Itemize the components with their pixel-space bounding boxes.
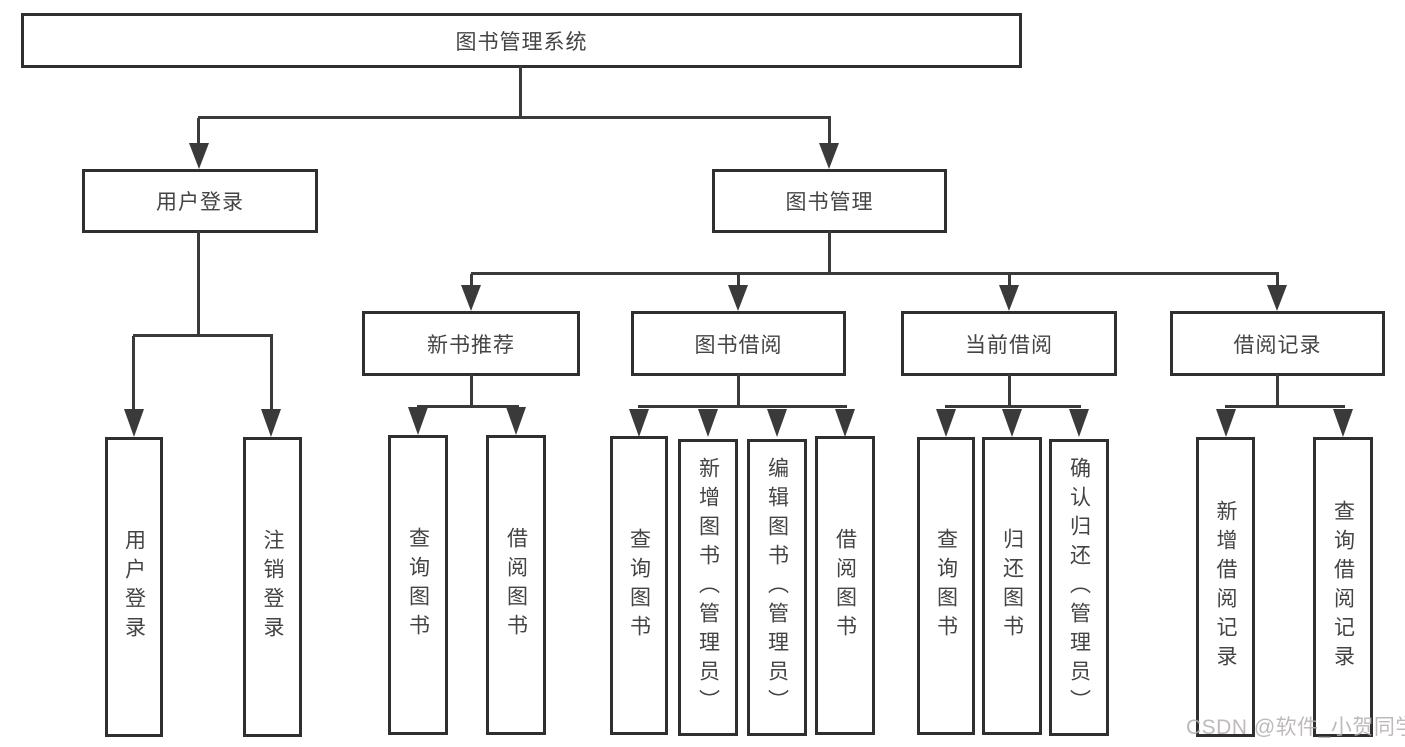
arrow-down-icon xyxy=(698,409,718,437)
arrow-down-icon xyxy=(936,409,956,437)
arrow-down-icon xyxy=(728,285,748,311)
arrow-down-icon xyxy=(629,409,649,437)
arrow-down-icon xyxy=(408,407,428,435)
connector-line xyxy=(197,118,200,145)
connector-line xyxy=(417,405,519,408)
leaf-borrow-edit-books: 编辑图书（管理员） xyxy=(747,439,807,736)
csdn-watermark: CSDN @软件_小贺同学 xyxy=(1186,716,1405,739)
arrow-down-icon xyxy=(835,409,855,437)
leaf-recommend-borrow-label: 借阅图书 xyxy=(504,527,528,643)
connector-line xyxy=(133,334,273,337)
node-new-book-recommend: 新书推荐 xyxy=(362,311,580,376)
arrow-down-icon xyxy=(1002,409,1022,437)
arrow-down-icon xyxy=(819,143,839,169)
leaf-logout: 注销登录 xyxy=(243,437,302,737)
leaf-records-add-record: 新增借阅记录 xyxy=(1196,437,1255,737)
arrow-down-icon xyxy=(767,409,787,437)
connector-line xyxy=(737,374,740,408)
connector-line xyxy=(1008,374,1011,408)
connector-line xyxy=(1276,374,1279,408)
arrow-down-icon xyxy=(261,409,281,437)
leaf-current-return-books: 归还图书 xyxy=(982,437,1042,735)
node-borrow-records: 借阅记录 xyxy=(1170,311,1385,376)
connector-line xyxy=(519,66,522,118)
connector-line xyxy=(470,274,473,286)
leaf-borrow-query-label: 查询图书 xyxy=(627,527,651,644)
connector-line xyxy=(132,336,135,410)
arrow-down-icon xyxy=(461,285,481,311)
connector-line xyxy=(1008,274,1011,286)
connector-line xyxy=(470,374,473,408)
leaf-user-login-label: 用户登录 xyxy=(122,529,146,645)
leaf-records-add-label: 新增借阅记录 xyxy=(1214,500,1237,674)
leaf-current-confirm-label: 确认归还（管理员） xyxy=(1067,457,1091,718)
node-library-system: 图书管理系统 xyxy=(21,13,1022,68)
connector-line xyxy=(638,405,847,408)
leaf-borrow-edit-label: 编辑图书（管理员） xyxy=(765,457,789,718)
leaf-borrow-add-books: 新增图书（管理员） xyxy=(678,439,738,736)
arrow-down-icon xyxy=(1267,285,1287,311)
connector-line xyxy=(737,274,740,286)
connector-line xyxy=(198,116,831,119)
leaf-user-login: 用户登录 xyxy=(105,437,163,737)
node-user-login-group: 用户登录 xyxy=(82,169,318,233)
arrow-down-icon xyxy=(1069,409,1089,437)
leaf-recommend-query-label: 查询图书 xyxy=(406,527,430,643)
connector-line xyxy=(1276,274,1279,286)
leaf-borrow-query-books: 查询图书 xyxy=(610,436,668,735)
leaf-borrow-borrow-label: 借阅图书 xyxy=(833,527,857,644)
arrow-down-icon xyxy=(1333,409,1353,437)
leaf-records-query-label: 查询借阅记录 xyxy=(1331,500,1355,674)
connector-line xyxy=(471,272,1279,275)
leaf-borrow-add-label: 新增图书（管理员） xyxy=(696,457,720,718)
connector-line xyxy=(828,118,831,145)
leaf-current-confirm-return: 确认归还（管理员） xyxy=(1049,439,1109,736)
leaf-recommend-borrow-books: 借阅图书 xyxy=(486,435,546,735)
arrow-down-icon xyxy=(124,409,144,437)
arrow-down-icon xyxy=(999,285,1019,311)
node-book-borrow: 图书借阅 xyxy=(631,311,846,376)
connector-line xyxy=(828,231,831,274)
connector-line xyxy=(1225,405,1345,408)
connector-line xyxy=(270,336,273,410)
leaf-current-return-label: 归还图书 xyxy=(1000,528,1024,644)
arrow-down-icon xyxy=(506,407,526,435)
leaf-borrow-borrow-books: 借阅图书 xyxy=(815,436,875,735)
arrow-down-icon xyxy=(1216,409,1236,437)
arrow-down-icon xyxy=(189,143,209,169)
leaf-logout-label: 注销登录 xyxy=(261,529,284,645)
leaf-current-query-label: 查询图书 xyxy=(934,528,958,644)
node-current-borrow: 当前借阅 xyxy=(901,311,1117,376)
connector-line xyxy=(197,231,200,336)
leaf-recommend-query-books: 查询图书 xyxy=(388,435,448,735)
node-book-management: 图书管理 xyxy=(712,169,947,233)
connector-line xyxy=(945,405,1081,408)
leaf-records-query-record: 查询借阅记录 xyxy=(1313,437,1373,737)
leaf-current-query-books: 查询图书 xyxy=(917,437,975,735)
